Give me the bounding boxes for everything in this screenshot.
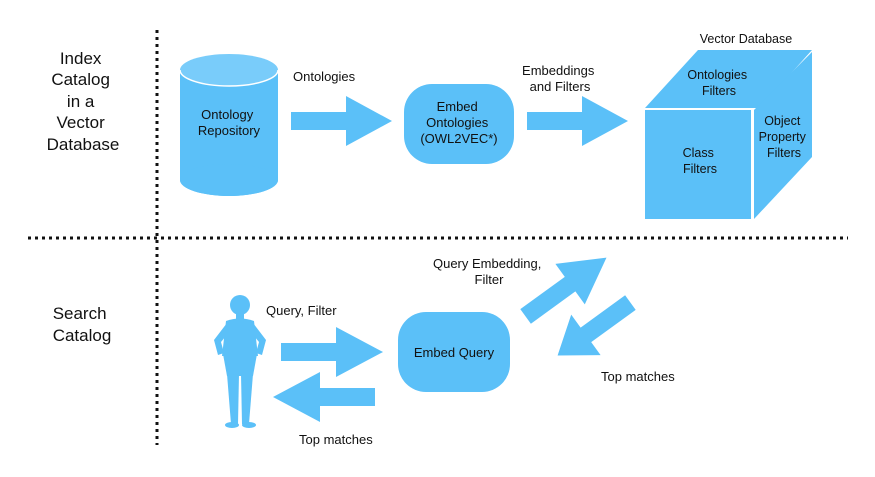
object-property-filters-face: Object Property Filters [759, 114, 810, 160]
arrow-right-icon [291, 96, 392, 146]
class-filters-face: Class Filters [683, 146, 718, 176]
arrow-left-icon [273, 372, 375, 422]
embed-ontologies-box [404, 84, 514, 164]
ontologies-arrow-label: Ontologies [293, 69, 356, 84]
index-catalog-label: Index Catalog in a Vector Database [47, 49, 120, 154]
arrow-right-icon [281, 327, 383, 377]
person-icon [214, 295, 266, 428]
arrow-down-left-icon [557, 295, 636, 356]
embed-ontologies-label: Embed Ontologies (OWL2VEC*) [420, 99, 497, 146]
query-filter-label: Query, Filter [266, 303, 337, 318]
cylinder-database-icon [179, 54, 279, 196]
embeddings-arrow-label: Embeddings and Filters [522, 63, 598, 94]
repository-label: Ontology Repository [198, 107, 261, 138]
cube-database-icon [645, 50, 812, 219]
embed-query-box [398, 312, 510, 392]
top-matches-left-label: Top matches [299, 432, 373, 447]
embed-query-label: Embed Query [414, 345, 495, 360]
ontologies-filters-face: Ontologies Filters [687, 68, 750, 98]
vector-database-title: Vector Database [700, 32, 792, 46]
query-embedding-label: Query Embedding, Filter [433, 256, 545, 287]
search-catalog-label: Search Catalog [53, 304, 112, 345]
top-matches-right-label: Top matches [601, 369, 675, 384]
arrow-right-icon [527, 96, 628, 146]
arrow-up-right-icon [520, 257, 607, 324]
